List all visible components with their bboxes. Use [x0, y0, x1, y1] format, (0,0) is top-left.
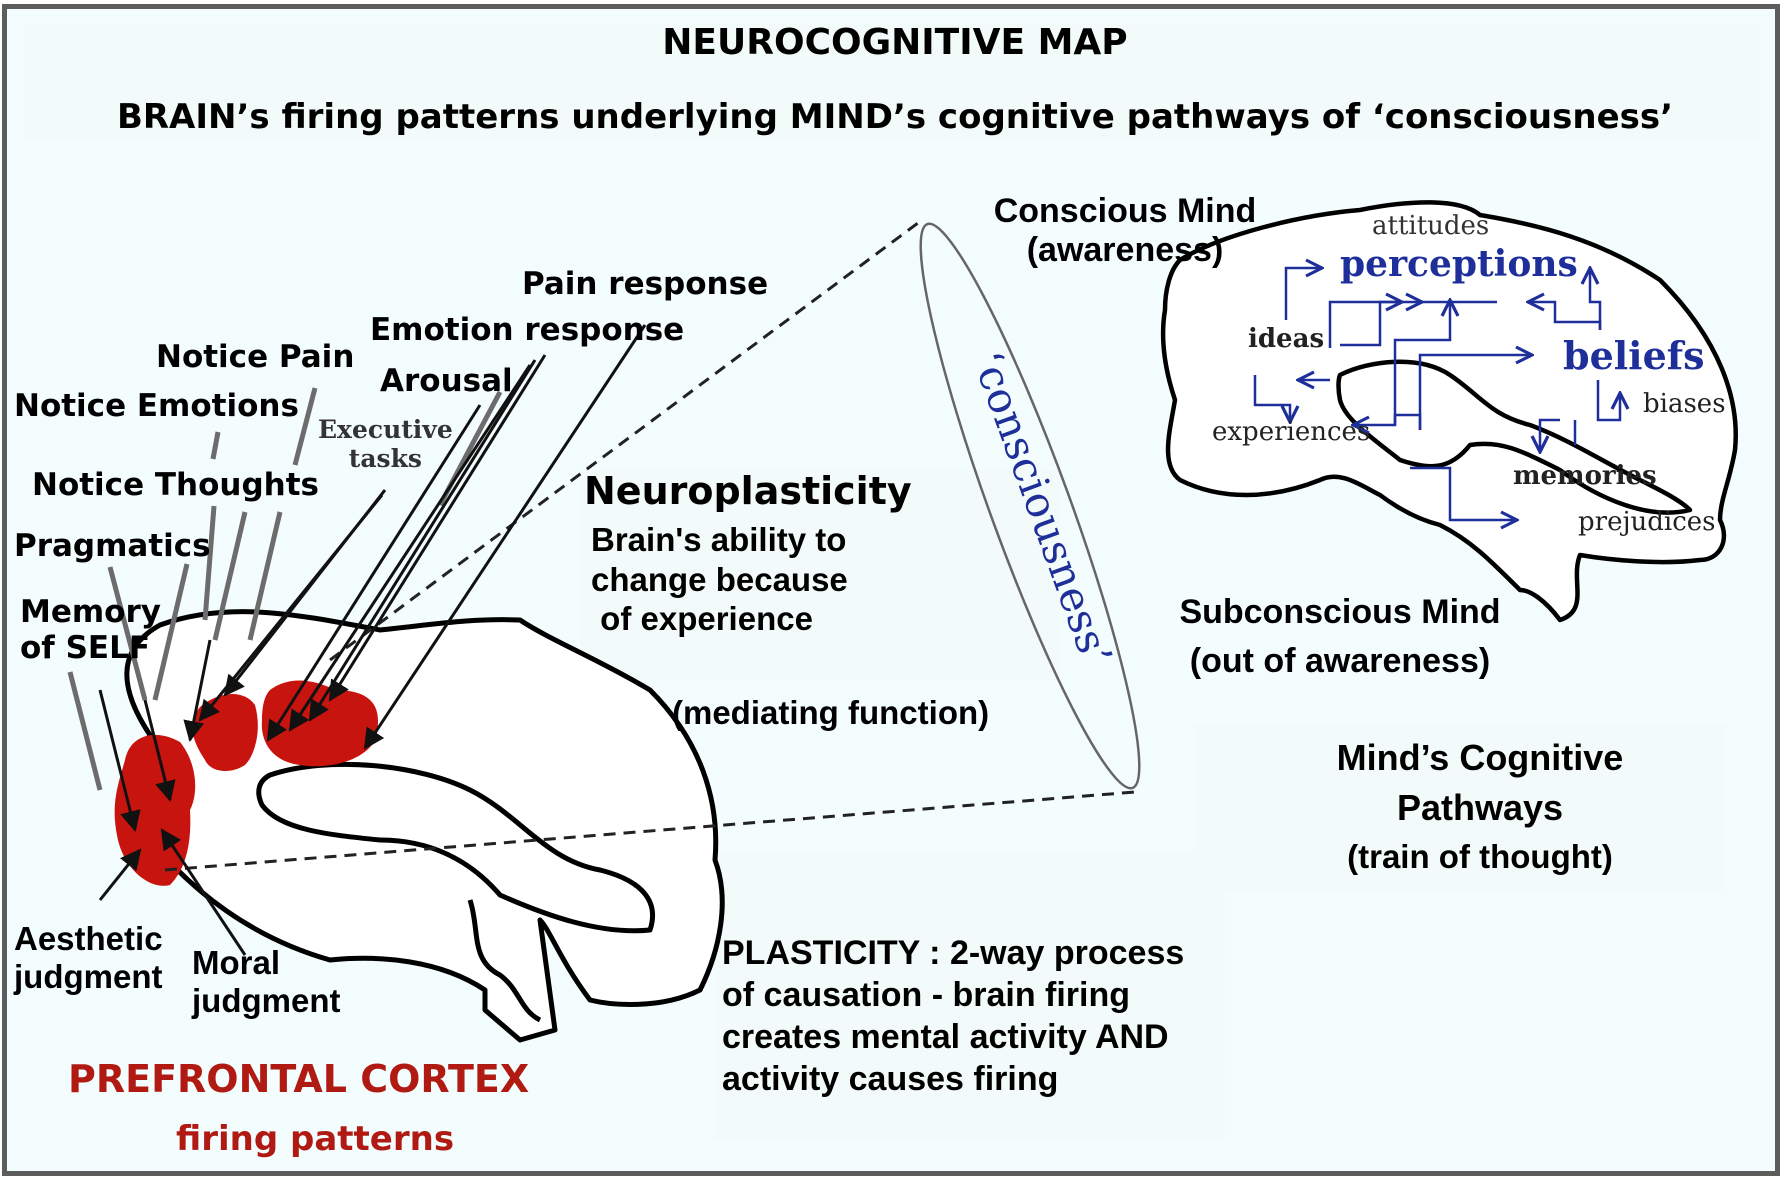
arrow-pain-response	[363, 324, 647, 750]
node-memories: memories	[1513, 461, 1657, 491]
label-moral-line1: Moral	[192, 944, 281, 981]
cognitive-pathways-line3: (train of thought)	[1347, 837, 1613, 875]
subconscious-mind-line1: Subconscious Mind	[1179, 593, 1501, 631]
neuroplasticity-heading: Neuroplasticity	[584, 469, 912, 513]
plasticity-line3: creates mental activity AND	[722, 1018, 1169, 1057]
label-memory-line2: of SELF	[20, 629, 151, 666]
node-biases: biases	[1643, 389, 1726, 419]
node-ideas: ideas	[1248, 324, 1325, 354]
diagram-title: NEUROCOGNITIVE MAP	[662, 22, 1128, 63]
node-prejudices: prejudices	[1578, 507, 1716, 537]
neuroplasticity-line1: Brain's ability to	[591, 521, 847, 558]
arrow-aesthetic	[98, 848, 142, 901]
pathways-caption-panel	[1195, 725, 1725, 890]
arrow-emotion-response-3	[288, 364, 532, 732]
label-aesthetic-line1: Aesthetic	[14, 920, 163, 957]
firing-patterns-caption: firing patterns	[176, 1119, 455, 1159]
cognitive-pathways-line2: Pathways	[1396, 787, 1564, 829]
subconscious-mind-label: Subconscious Mind (out of awareness)	[1160, 588, 1520, 687]
left-brain-corpus-callosum	[256, 761, 656, 934]
arrow-emotion-response-1	[328, 354, 547, 702]
arrow-pragmatics	[143, 699, 176, 803]
cognitive-pathways-caption: Mind’s Cognitive Pathways (train of thou…	[1230, 733, 1730, 880]
label-arousal: Arousal	[380, 363, 513, 399]
conscious-mind-line2: (awareness)	[1026, 231, 1224, 270]
arrow-arousal	[266, 404, 482, 742]
conscious-mind-label: Conscious Mind (awareness)	[975, 192, 1275, 270]
label-executive-line1: Executive	[318, 415, 453, 444]
arrow-moral	[160, 828, 247, 956]
prefrontal-cortex-caption: PREFRONTAL CORTEX	[68, 1057, 530, 1101]
label-moral-judgment: Moral judgment	[192, 944, 340, 1020]
label-pain-response: Pain response	[522, 266, 769, 302]
label-pragmatics: Pragmatics	[14, 528, 211, 564]
arrow-notice-thoughts	[183, 639, 212, 743]
node-beliefs: beliefs	[1563, 333, 1705, 378]
cognitive-pathways-line1: Mind’s Cognitive	[1336, 737, 1624, 778]
plasticity-line4: activity causes firing	[722, 1060, 1059, 1099]
left-brain-stem	[467, 899, 542, 1023]
label-memory-line1: Memory	[20, 594, 161, 630]
label-aesthetic-line2: judgment	[14, 957, 163, 995]
arrow-emotion-response-2	[308, 359, 537, 722]
neuroplasticity-line2: change because	[591, 560, 848, 598]
subconscious-mind-line2: (out of awareness)	[1189, 642, 1491, 681]
label-executive-tasks: Executive tasks	[318, 415, 453, 474]
label-leader-lines	[67, 387, 503, 791]
neuroplasticity-panel	[580, 470, 1060, 680]
label-notice-thoughts: Notice Thoughts	[32, 467, 319, 503]
label-executive-line2: tasks	[348, 443, 422, 473]
label-moral-line2: judgment	[192, 981, 341, 1019]
label-notice-pain: Notice Pain	[156, 339, 355, 375]
conscious-mind-line1: Conscious Mind	[993, 192, 1257, 230]
right-brain-outline	[1160, 200, 1738, 623]
arrow-executive-2	[198, 494, 384, 722]
plasticity-line1: PLASTICITY : 2-way process	[722, 934, 1185, 972]
cognitive-pathways	[1253, 268, 1620, 520]
cone-line-bottom	[164, 790, 1136, 872]
diagram-subtitle: BRAIN’s firing patterns underlying MIND’…	[116, 97, 1674, 137]
label-memory-of-self: Memory of SELF	[20, 594, 161, 666]
right-brain-corpus-callosum	[1336, 359, 1693, 515]
node-attitudes: attitudes	[1372, 211, 1490, 241]
neuroplasticity-line3: of experience	[591, 600, 813, 638]
arrow-memory-self	[98, 689, 141, 833]
plasticity-description: PLASTICITY : 2-way process of causation …	[722, 932, 1184, 1101]
cone-line-top	[329, 218, 923, 662]
mediating-function-label: (mediating function)	[672, 694, 990, 731]
node-perceptions: perceptions	[1340, 243, 1578, 285]
label-emotion-response: Emotion response	[370, 312, 685, 348]
node-experiences: experiences	[1212, 417, 1371, 447]
title-panel	[25, 24, 1760, 142]
label-notice-emotions: Notice Emotions	[14, 388, 299, 424]
label-aesthetic-judgment: Aesthetic judgment	[14, 920, 163, 996]
neuroplasticity-description: Brain's ability to change because of exp…	[591, 520, 848, 639]
plasticity-panel	[715, 850, 1225, 1140]
consciousness-ellipse	[919, 222, 1141, 790]
plasticity-line2: of causation - brain firing	[722, 976, 1131, 1015]
